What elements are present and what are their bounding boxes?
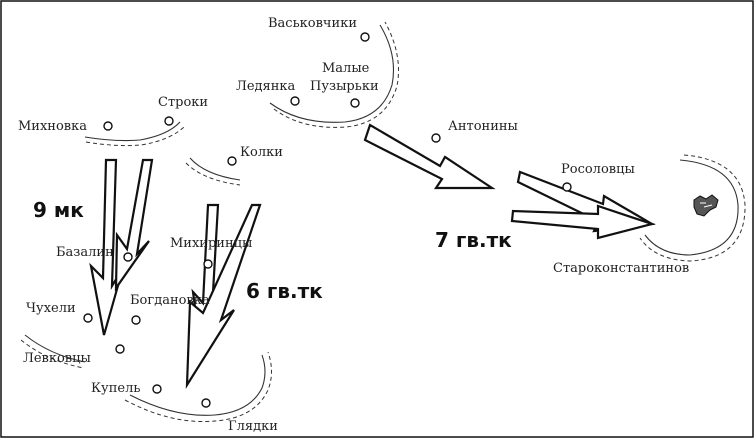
arrow-7gvtk-lower xyxy=(510,204,656,240)
town-marker-bazalin xyxy=(123,252,133,262)
label-antoniny: Антонины xyxy=(448,119,518,134)
town-marker-bogdanovka xyxy=(131,315,141,325)
front-lines xyxy=(20,21,746,423)
label-ledyanka: Ледянка xyxy=(236,79,296,94)
label-bogdanovka: Богдановка xyxy=(130,293,210,308)
town-marker-rosolovtsy xyxy=(562,182,572,192)
town-marker-glyadki xyxy=(201,398,211,408)
arrow-6gvtk-main xyxy=(185,203,262,390)
label-kupel: Купель xyxy=(91,381,140,396)
label-chukheli: Чухели xyxy=(26,301,76,316)
town-marker-chukheli xyxy=(83,313,93,323)
city-starokonstantinov-symbol xyxy=(693,194,719,217)
label-starokonstantinov: Староконстантинов xyxy=(553,261,689,276)
front-line-vaskovchiki xyxy=(269,24,395,123)
label-malye: Малые xyxy=(322,61,370,76)
front-line-kupel xyxy=(129,354,266,416)
town-marker-ledyanka xyxy=(290,96,300,106)
label-levkovtsy: Левковцы xyxy=(23,351,91,366)
town-marker-vaskovchiki xyxy=(360,32,370,42)
label-mikhnovka: Михновка xyxy=(18,119,87,134)
town-marker-mikhirintsy xyxy=(203,259,213,269)
unit-labels: 9 мк 6 гв.тк 7 гв.тк xyxy=(33,198,512,303)
label-stroki: Строки xyxy=(158,95,208,110)
label-vaskovchiki: Васьковчики xyxy=(268,16,357,31)
unit-label-9mk: 9 мк xyxy=(33,198,84,222)
arrow-7gvtk-north xyxy=(363,123,496,190)
front-line-starokonstantinov xyxy=(644,159,739,256)
town-marker-levkovtsy xyxy=(115,344,125,354)
place-labels: Васьковчики Малые Пузырьки Ледянка Строк… xyxy=(18,16,689,434)
settlement-markers xyxy=(83,32,572,408)
town-marker-mikhnovka xyxy=(103,121,113,131)
arrow-9mk-east xyxy=(114,158,154,292)
label-mikhirintsy: Михиринцы xyxy=(170,236,252,251)
unit-label-7gvtk: 7 гв.тк xyxy=(435,228,512,252)
town-marker-kupel xyxy=(152,384,162,394)
label-rosolovtsy: Росоловцы xyxy=(561,162,635,177)
label-puzyrki: Пузырьки xyxy=(310,79,379,94)
unit-label-6gvtk: 6 гв.тк xyxy=(246,279,323,303)
front-line-levkovtsy xyxy=(24,334,86,363)
town-marker-stroki xyxy=(164,116,174,126)
front-line-kolki xyxy=(189,157,241,181)
town-marker-malye-puzyrki xyxy=(350,98,360,108)
town-marker-kolki xyxy=(227,156,237,166)
label-kolki: Колки xyxy=(240,145,283,160)
town-marker-antoniny xyxy=(431,133,441,143)
front-line-mikhnovka xyxy=(84,121,181,142)
label-bazalin: Базалин xyxy=(56,245,114,260)
label-glyadki: Глядки xyxy=(228,419,278,434)
